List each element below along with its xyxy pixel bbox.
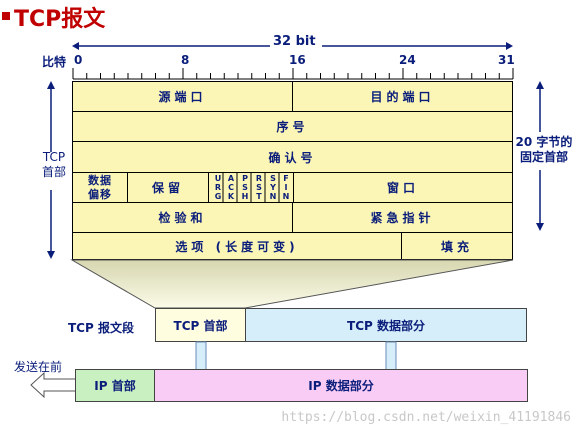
field-sequence-number-label: 序号 <box>276 120 309 134</box>
field-urgent-pointer-label: 紧急指针 <box>370 211 435 225</box>
bits-label: 32 bit <box>273 34 316 49</box>
field-reserved: 保留 <box>127 172 209 203</box>
field-checksum-label: 检验和 <box>158 211 207 225</box>
ip-header-block: IP 首部 <box>75 369 155 402</box>
flag-rst: R S T <box>255 174 263 201</box>
bit-span-arrow <box>72 42 513 50</box>
bit-word-label: 比特 <box>42 55 67 69</box>
flag-urg: U R G <box>214 174 222 201</box>
field-data-offset: 数据 偏移 <box>72 172 128 203</box>
field-reserved-label: 保留 <box>151 181 184 195</box>
field-destination-port: 目的端口 <box>292 81 513 112</box>
tcp-segment-label: TCP 报文段 <box>68 321 134 335</box>
page-title: TCP报文 <box>14 7 106 32</box>
ip-data-block: IP 数据部分 <box>154 369 528 402</box>
flag-fin: F I N <box>282 174 290 201</box>
tick-label-24: 24 <box>399 53 416 67</box>
field-options: 选项 (长度可变) <box>72 232 402 260</box>
tcp-data-block-label: TCP 数据部分 <box>347 318 425 333</box>
field-destination-port-label: 目的端口 <box>370 90 435 104</box>
field-padding: 填充 <box>401 232 513 260</box>
ip-data-block-label: IP 数据部分 <box>308 379 374 393</box>
field-source-port-label: 源端口 <box>158 90 207 104</box>
tcp-header-block: TCP 首部 <box>155 308 246 342</box>
field-data-offset-label: 数据 偏移 <box>88 173 112 201</box>
tick-label-31: 31 <box>498 53 515 67</box>
send-direction-arrow <box>30 372 78 398</box>
title-bullet <box>2 12 10 20</box>
field-ack-number: 确认号 <box>72 141 513 173</box>
field-padding-label: 填充 <box>440 239 473 254</box>
field-urgent-pointer: 紧急指针 <box>292 202 513 233</box>
tick-label-0: 0 <box>74 53 83 67</box>
fixed-header-label: 20 字节的 固定首部 <box>515 135 573 164</box>
tcp-header-block-label: TCP 首部 <box>173 318 228 333</box>
fixed-header-span-arrow <box>536 81 544 231</box>
flag-ack: A C K <box>227 174 235 201</box>
send-first-label: 发送在前 <box>14 360 63 374</box>
field-ack-number-label: 确认号 <box>268 150 317 165</box>
bit-ruler <box>72 68 514 80</box>
flag-syn: S Y N <box>269 174 277 201</box>
flag-psh: P S H <box>241 174 249 201</box>
flag-dividers <box>222 173 280 204</box>
field-window-label: 窗口 <box>386 181 419 195</box>
watermark: https://blog.csdn.net/weixin_41191846 <box>281 410 571 425</box>
tick-label-8: 8 <box>181 53 190 67</box>
field-options-label: 选项 (长度可变) <box>175 239 299 254</box>
field-sequence-number: 序号 <box>72 111 513 142</box>
tick-label-16: 16 <box>289 53 306 67</box>
ip-header-block-label: IP 首部 <box>94 379 136 393</box>
tcp-header-side-label: TCP 首部 <box>41 150 66 179</box>
tcp-data-block: TCP 数据部分 <box>245 308 527 342</box>
tcp-header-span-arrow <box>47 81 55 259</box>
